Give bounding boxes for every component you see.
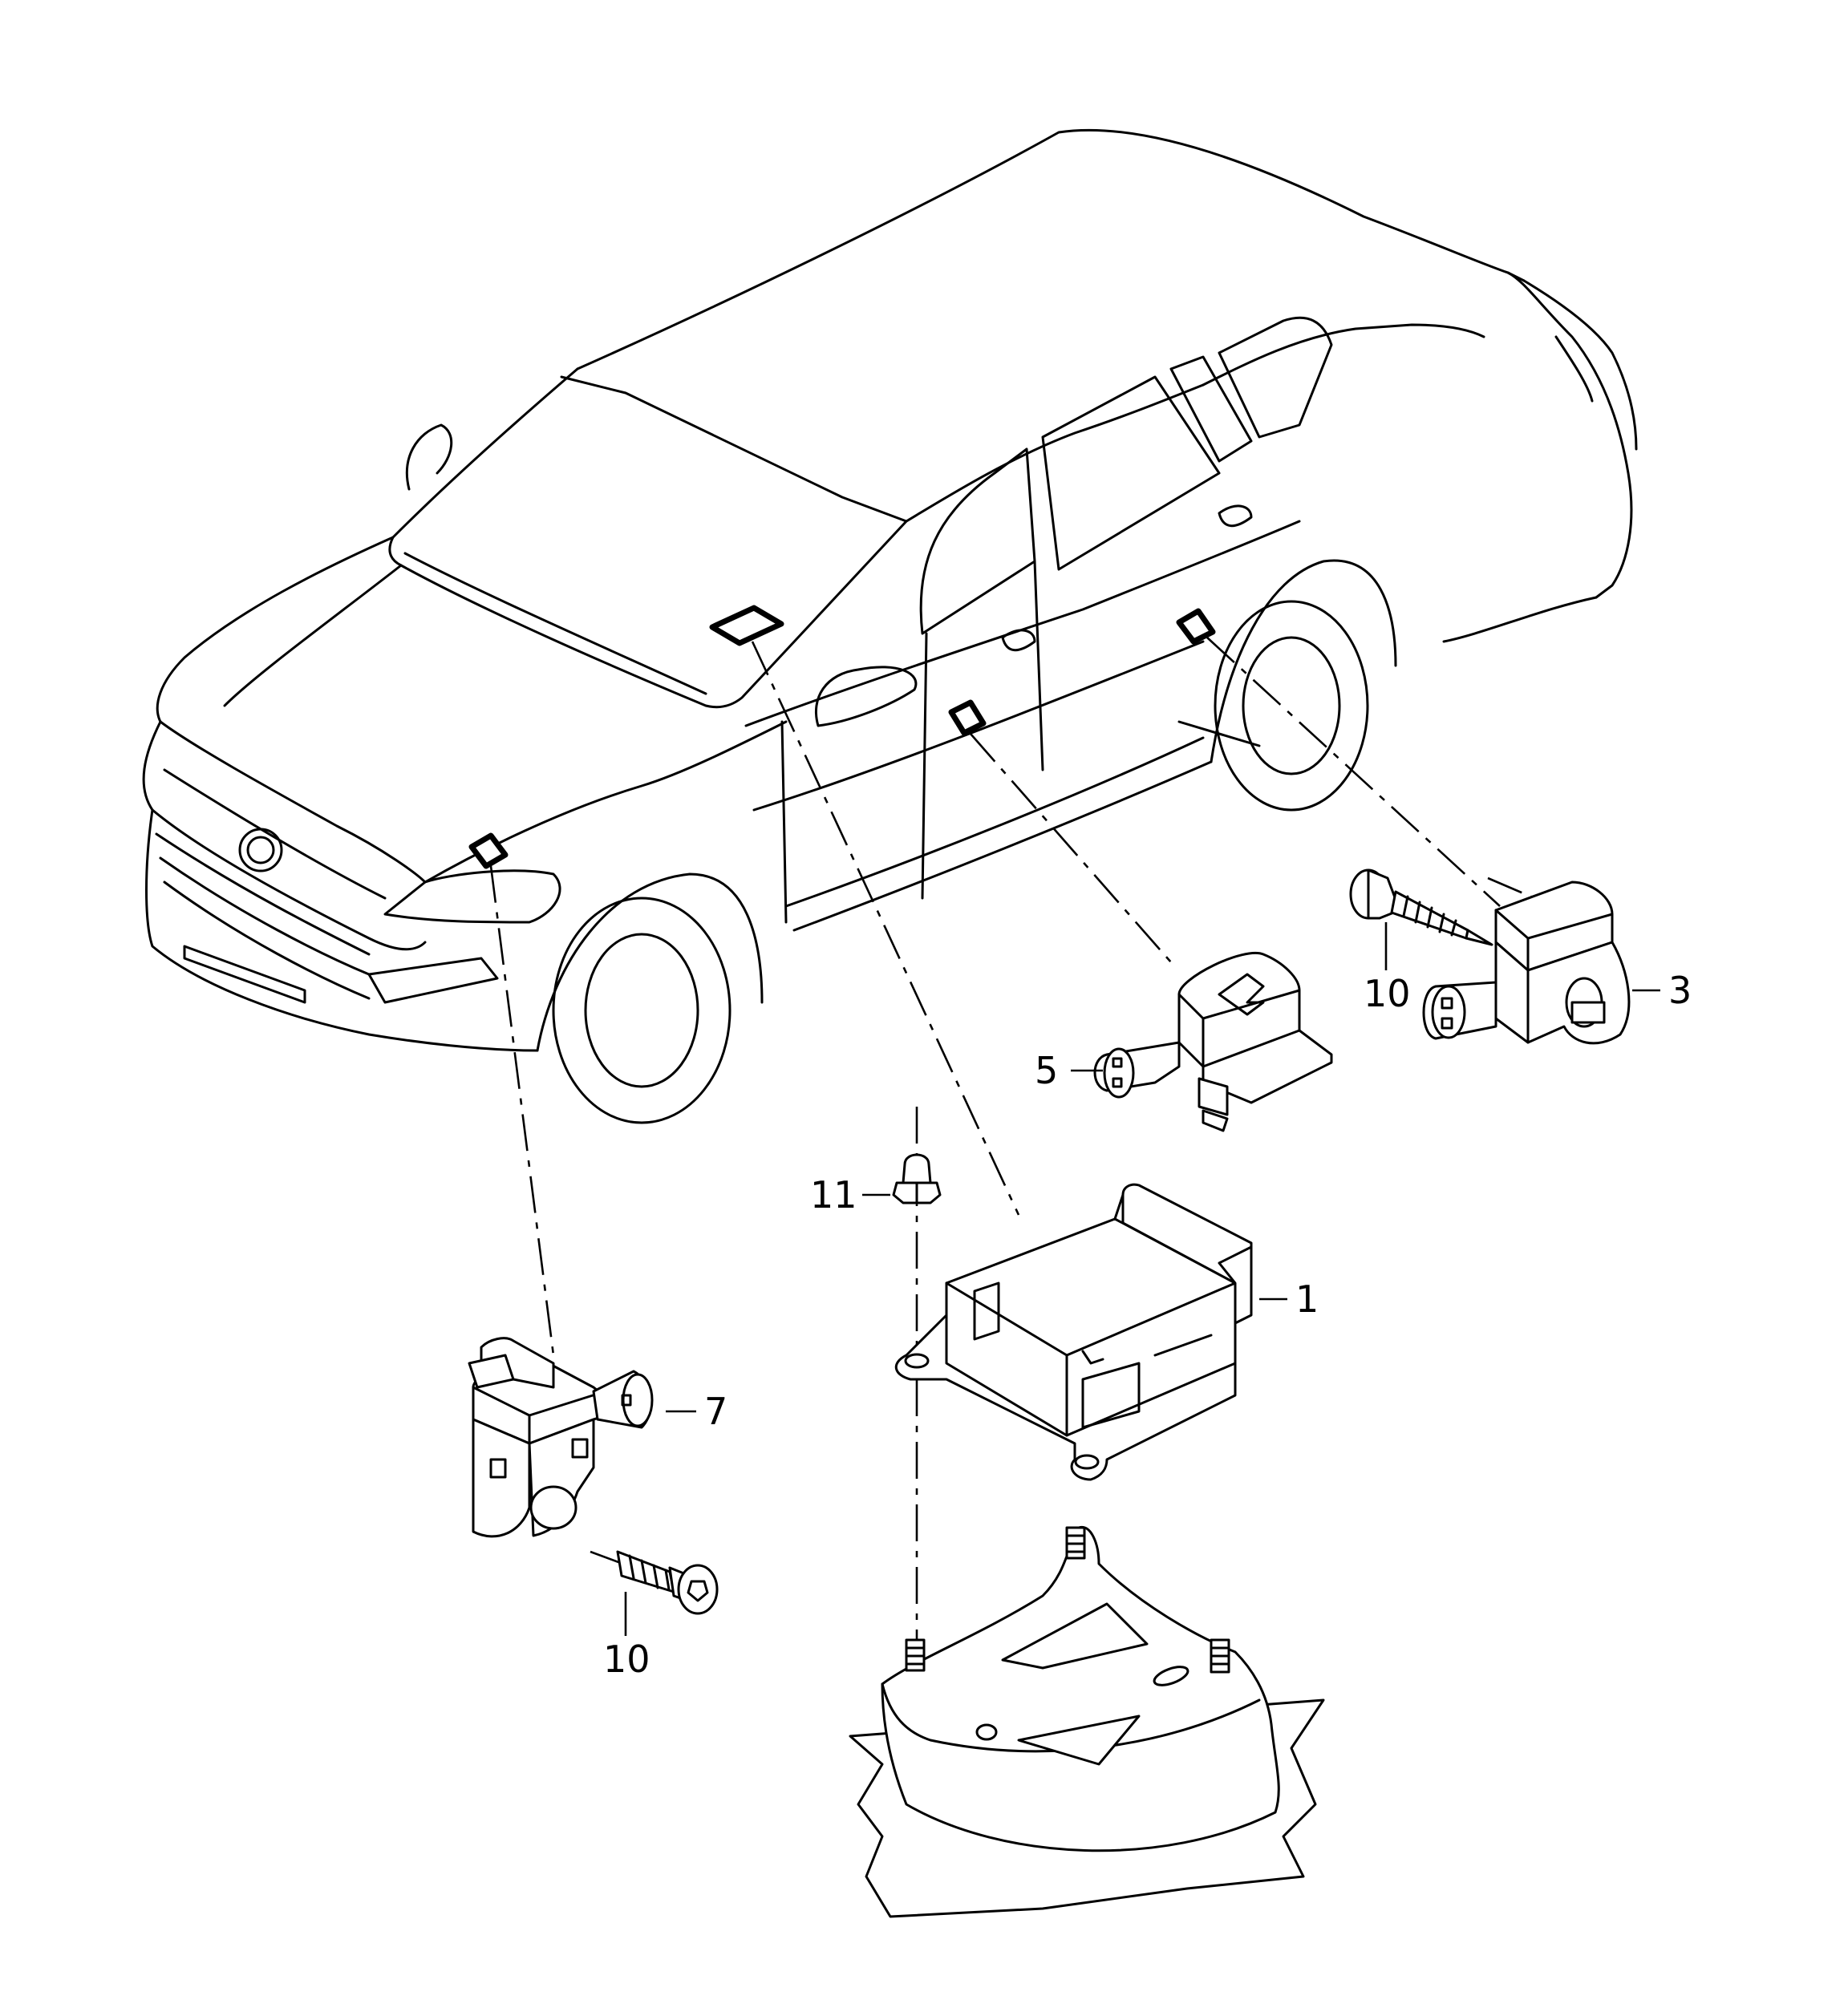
mounting-bracket-icon (849, 1525, 1325, 1918)
part-label-3: 3 (1668, 969, 1692, 1012)
part-label-11: 11 (810, 1173, 857, 1217)
part-label-5: 5 (1035, 1049, 1058, 1092)
airbag-control-unit-icon (895, 1183, 1253, 1481)
part-label-7: 7 (704, 1390, 727, 1433)
part-label-10-upper: 10 (1364, 972, 1411, 1015)
crash-sensor-icon (1422, 881, 1631, 1045)
part-label-10-lower: 10 (603, 1638, 650, 1681)
location-marker-icon (468, 605, 1216, 869)
screw-icon (1349, 868, 1493, 946)
crash-sensor-icon (468, 1337, 654, 1538)
crash-sensor-icon (1093, 952, 1333, 1132)
nut-icon (892, 1153, 942, 1204)
part-label-1: 1 (1295, 1277, 1319, 1321)
screw-icon (616, 1550, 719, 1615)
vehicle-outline-icon (142, 128, 1638, 1124)
